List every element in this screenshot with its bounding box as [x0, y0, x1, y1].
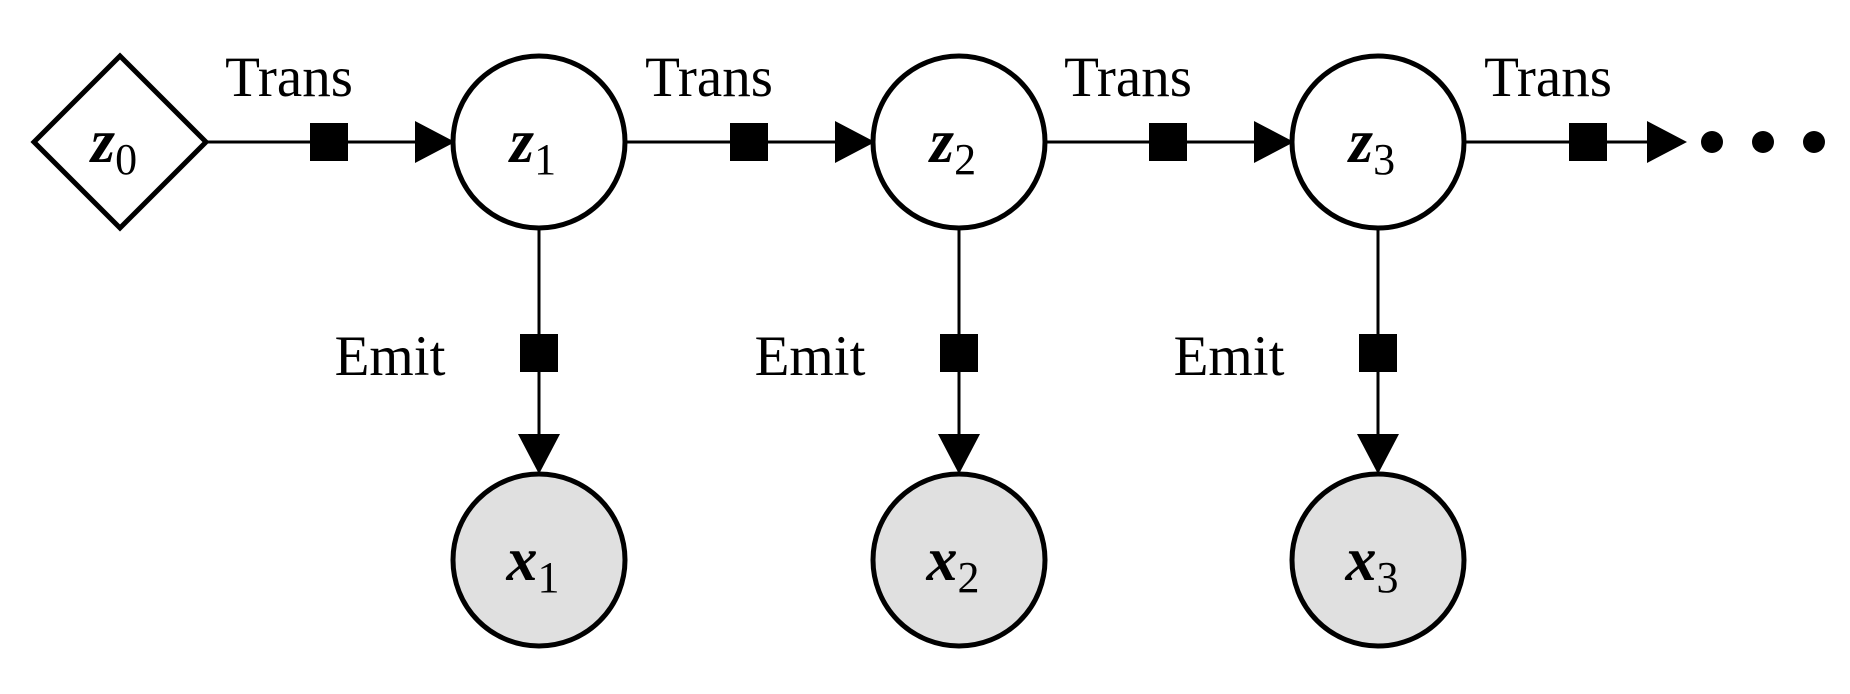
node-base-z1: z [508, 108, 534, 176]
emission-labels: Emit Emit Emit [335, 325, 1285, 388]
trans-label-2: Trans [1064, 46, 1192, 109]
node-x1[interactable]: x1 [450, 471, 628, 649]
node-sub-x2: 2 [958, 553, 980, 602]
continuation-ellipsis [1701, 131, 1825, 153]
node-x2[interactable]: x2 [870, 471, 1048, 649]
node-sub-z0: 0 [115, 135, 137, 184]
transition-factor-nodes [310, 123, 1607, 161]
ellipsis-dot-2 [1752, 131, 1774, 153]
node-base-z3: z [1347, 108, 1373, 176]
emit-label-3: Emit [1174, 325, 1285, 388]
factor-square-emit-1[interactable] [520, 334, 558, 372]
arrowhead-to-z1 [415, 121, 455, 163]
circle-shape-z2 [870, 53, 1048, 231]
node-label-x3: x3 [1345, 526, 1399, 602]
node-z1[interactable]: z1 [450, 53, 628, 231]
arrowhead-to-z2 [835, 121, 875, 163]
factor-square-emit-3[interactable] [1359, 334, 1397, 372]
node-sub-z1: 1 [534, 135, 556, 184]
node-base-x2: x [926, 526, 958, 594]
transition-arrowheads [415, 121, 1687, 163]
node-z0[interactable]: z0 [30, 52, 210, 232]
node-label-z2: z2 [928, 108, 976, 184]
node-sub-z2: 2 [954, 135, 976, 184]
emission-arrowheads [518, 434, 1399, 474]
circle-shape-z3 [1289, 53, 1467, 231]
node-label-z0: z0 [89, 108, 137, 184]
node-sub-x1: 1 [538, 553, 560, 602]
emit-label-1: Emit [335, 325, 446, 388]
transition-labels: Trans Trans Trans Trans [225, 46, 1612, 109]
diamond-shape-z0 [30, 52, 210, 232]
node-x3[interactable]: x3 [1289, 471, 1467, 649]
arrowhead-to-x3 [1357, 434, 1399, 474]
node-z2[interactable]: z2 [870, 53, 1048, 231]
arrowhead-to-continuation [1647, 121, 1687, 163]
node-label-x1: x1 [506, 526, 560, 602]
trans-label-1: Trans [645, 46, 773, 109]
trans-label-3: Trans [1484, 46, 1612, 109]
emit-label-2: Emit [755, 325, 866, 388]
circle-shape-x3 [1289, 471, 1467, 649]
node-z3[interactable]: z3 [1289, 53, 1467, 231]
node-label-z3: z3 [1347, 108, 1395, 184]
circle-shape-x2 [870, 471, 1048, 649]
circle-shape-x1 [450, 471, 628, 649]
node-base-x1: x [506, 526, 538, 594]
circle-shape-z1 [450, 53, 628, 231]
factor-square-trans-2[interactable] [1149, 123, 1187, 161]
arrowhead-to-x1 [518, 434, 560, 474]
node-sub-x3: 3 [1377, 553, 1399, 602]
node-base-z0: z [89, 108, 115, 176]
node-label-z1: z1 [508, 108, 556, 184]
factor-square-emit-2[interactable] [940, 334, 978, 372]
arrowhead-to-z3 [1254, 121, 1294, 163]
emission-factor-nodes [520, 334, 1397, 372]
node-base-z2: z [928, 108, 954, 176]
node-sub-z3: 3 [1373, 135, 1395, 184]
ellipsis-dot-3 [1803, 131, 1825, 153]
ellipsis-dot-1 [1701, 131, 1723, 153]
node-base-x3: x [1345, 526, 1377, 594]
arrowhead-to-x2 [938, 434, 980, 474]
factor-square-trans-0[interactable] [310, 123, 348, 161]
node-label-x2: x2 [926, 526, 980, 602]
factor-square-trans-1[interactable] [730, 123, 768, 161]
trans-label-0: Trans [225, 46, 353, 109]
factor-square-trans-3[interactable] [1569, 123, 1607, 161]
